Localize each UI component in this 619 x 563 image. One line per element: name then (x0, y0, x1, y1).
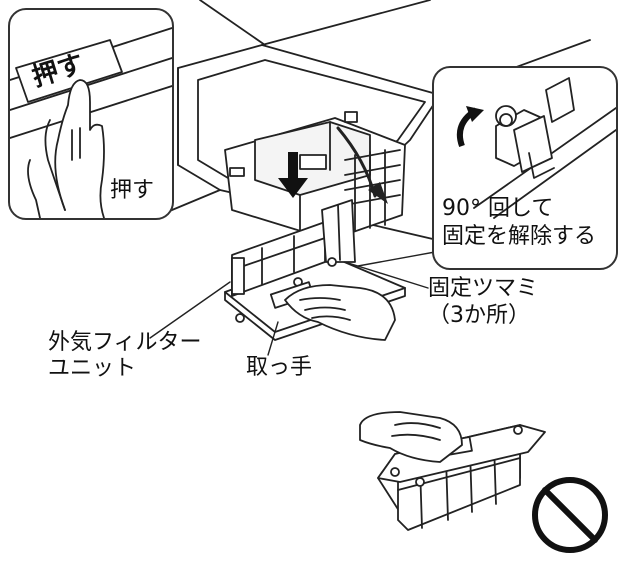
knob-callout-drawing (473, 77, 616, 219)
rotate-label-line2: 固定を解除する (442, 224, 597, 249)
inverted-filter-unit (359, 411, 546, 531)
filter-unit-label-line2: ユニット (48, 356, 137, 381)
knob-callout: 90° 回して 固定を解除する (432, 66, 618, 270)
leader-lines (149, 251, 436, 356)
fixing-knob-label-line2: （3か所） (428, 303, 530, 328)
gloved-hand-handle (269, 281, 396, 341)
swing-arrow (336, 126, 388, 204)
push-callout-drawing (10, 27, 172, 218)
prohibition-icon (532, 477, 608, 553)
push-label: 押す (110, 178, 155, 203)
handle-label: 取っ手 (246, 355, 313, 380)
down-arrow-icon (278, 152, 308, 198)
filter-unit-label-line1: 外気フィルター (48, 330, 202, 355)
filter-housing (224, 111, 406, 241)
rotate-ccw-arrow-icon (456, 106, 484, 148)
rotate-label-line1: 90° 回して (442, 196, 554, 221)
push-callout: 押す 押す (8, 8, 174, 220)
fixing-knob-label-line1: 固定ツマミ (428, 276, 539, 301)
